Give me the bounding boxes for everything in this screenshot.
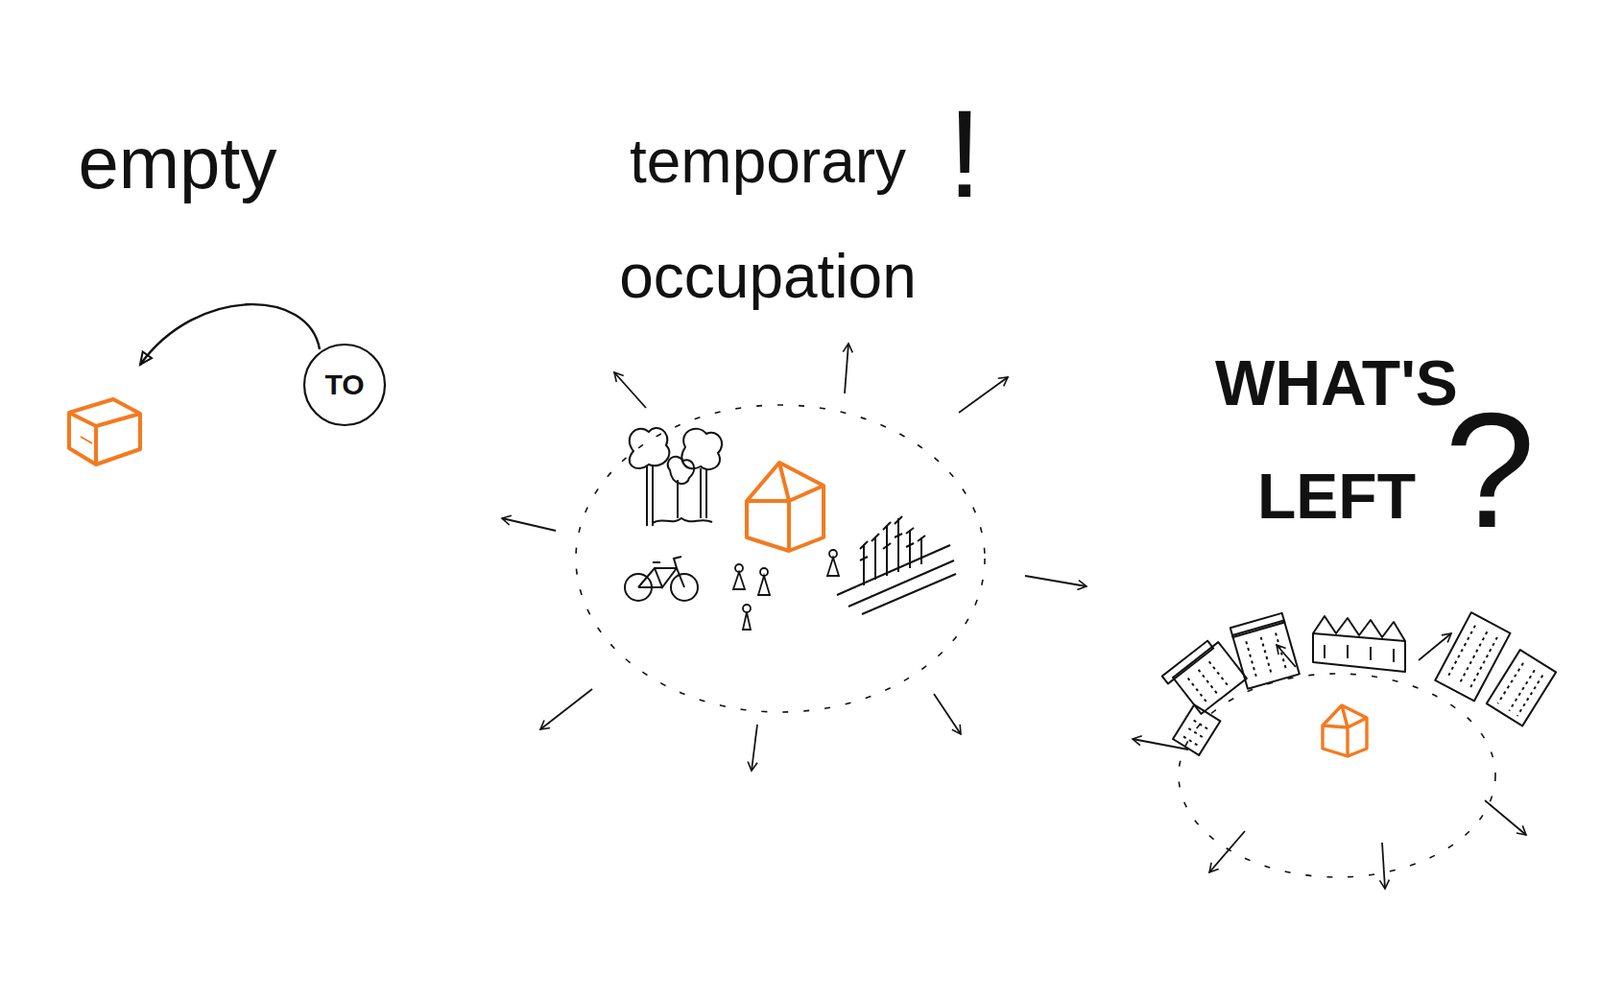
question-mark: ?	[1444, 364, 1531, 576]
circle-node: TO	[302, 342, 387, 428]
radiating-arrows	[1132, 633, 1527, 889]
crop-field	[836, 516, 956, 615]
trees	[629, 428, 722, 526]
dashed-boundary	[1178, 673, 1496, 878]
city-buildings	[1162, 612, 1556, 756]
bicycle	[624, 556, 698, 601]
dashed-boundary	[575, 405, 985, 713]
orange-house	[746, 462, 824, 551]
heading-text: empty	[57, 115, 298, 212]
exclamation-mark: !	[935, 76, 994, 231]
curved-arrow	[140, 304, 320, 365]
orange-cube	[69, 399, 141, 465]
heading-text: temporary occupation	[595, 103, 941, 335]
heading-text: WHAT'S LEFT	[1199, 326, 1474, 553]
radiating-arrows	[501, 343, 1087, 771]
people	[733, 549, 839, 630]
orange-house	[1322, 705, 1367, 757]
node-label: TO	[324, 368, 364, 402]
